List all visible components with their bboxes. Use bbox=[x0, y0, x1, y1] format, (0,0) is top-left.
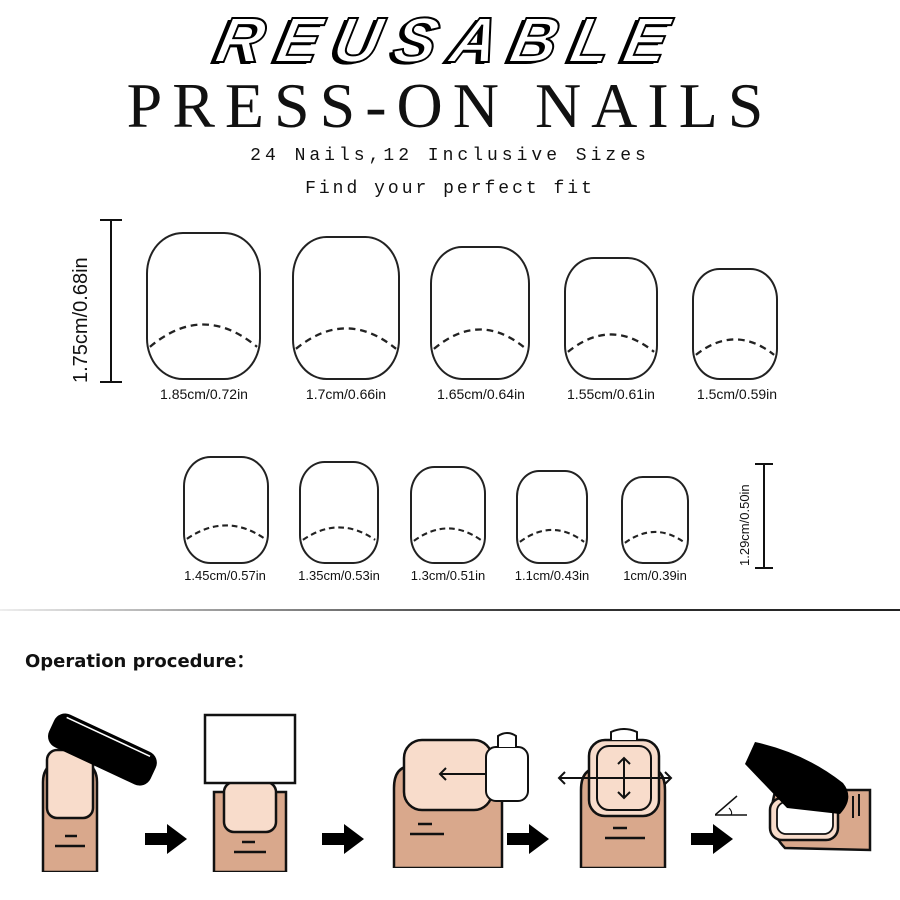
nail-size-label-6: 1.45cm/0.57in bbox=[184, 568, 266, 583]
nail-size-label-4: 1.55cm/0.61in bbox=[567, 386, 655, 402]
nail-size-label-9: 1.1cm/0.43in bbox=[514, 568, 590, 583]
nail-size-1 bbox=[146, 232, 261, 380]
nail-size-2 bbox=[292, 236, 400, 380]
clean-nail-pad-icon bbox=[203, 713, 297, 872]
next-arrow-icon bbox=[322, 824, 364, 854]
title-reusable: REUSABLE bbox=[209, 3, 690, 77]
subtitle-fit: Find your perfect fit bbox=[305, 179, 595, 199]
align-nail-icon bbox=[557, 728, 673, 868]
next-arrow-icon bbox=[691, 824, 733, 854]
nail-size-label-8: 1.3cm/0.51in bbox=[410, 568, 486, 583]
next-arrow-icon bbox=[507, 824, 549, 854]
title-press-on-nails: PRESS-ON NAILS bbox=[126, 70, 774, 141]
select-size-icon bbox=[392, 732, 529, 868]
nail-size-label-3: 1.65cm/0.64in bbox=[437, 386, 525, 402]
press-at-angle-icon bbox=[715, 742, 872, 852]
nail-size-label-2: 1.7cm/0.66in bbox=[305, 386, 387, 402]
nail-size-label-5: 1.5cm/0.59in bbox=[696, 386, 778, 402]
height-indicator-row1 bbox=[100, 219, 122, 383]
nail-size-label-7: 1.35cm/0.53in bbox=[298, 568, 380, 583]
nail-size-6 bbox=[183, 456, 269, 564]
nail-size-3 bbox=[430, 246, 530, 380]
nail-size-8 bbox=[410, 466, 486, 564]
nail-size-4 bbox=[564, 257, 658, 380]
height-label-row1: 1.75cm/0.68in bbox=[70, 257, 92, 383]
file-nail-icon bbox=[41, 713, 157, 872]
height-label-row2: 1.29cm/0.50in bbox=[737, 484, 752, 566]
procedure-heading: Operation procedure： bbox=[25, 651, 255, 672]
nail-size-label-10: 1cm/0.39in bbox=[623, 568, 687, 583]
nail-size-label-1: 1.85cm/0.72in bbox=[160, 386, 248, 402]
nail-size-5 bbox=[692, 268, 778, 380]
nail-size-7 bbox=[299, 461, 379, 564]
nail-size-10 bbox=[621, 476, 689, 564]
next-arrow-icon bbox=[145, 824, 187, 854]
subtitle-count: 24 Nails,12 Inclusive Sizes bbox=[250, 146, 650, 166]
section-divider bbox=[0, 609, 900, 611]
nail-size-9 bbox=[516, 470, 588, 564]
height-indicator-row2 bbox=[755, 463, 773, 569]
